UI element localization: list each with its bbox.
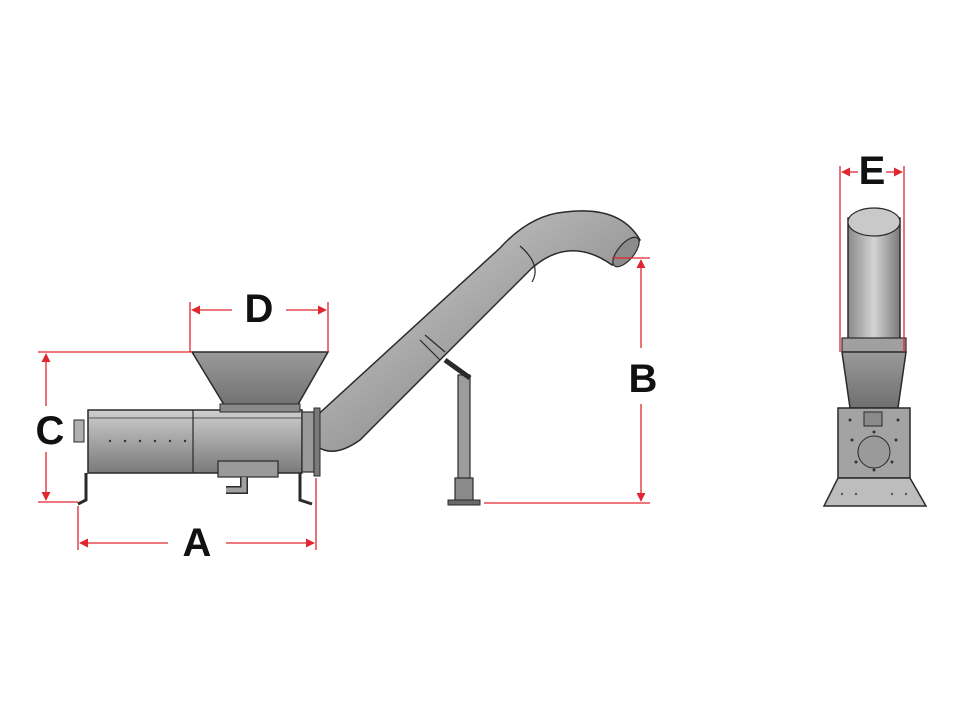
hopper	[190, 351, 330, 413]
dimension-label-c: C	[36, 409, 65, 453]
drain-outlet	[217, 460, 279, 494]
dimension-lines	[38, 166, 905, 550]
dimension-label-a: A	[183, 521, 212, 565]
dimension-label-d: D	[245, 287, 274, 331]
screw-barrel	[73, 407, 321, 477]
end-view	[822, 207, 928, 507]
barrel-legs	[77, 473, 313, 506]
side-view	[73, 210, 641, 506]
discharge-pipe	[298, 210, 641, 452]
dimension-label-e: E	[859, 149, 886, 193]
dimension-label-b: B	[629, 357, 658, 401]
support-leg	[443, 357, 481, 506]
